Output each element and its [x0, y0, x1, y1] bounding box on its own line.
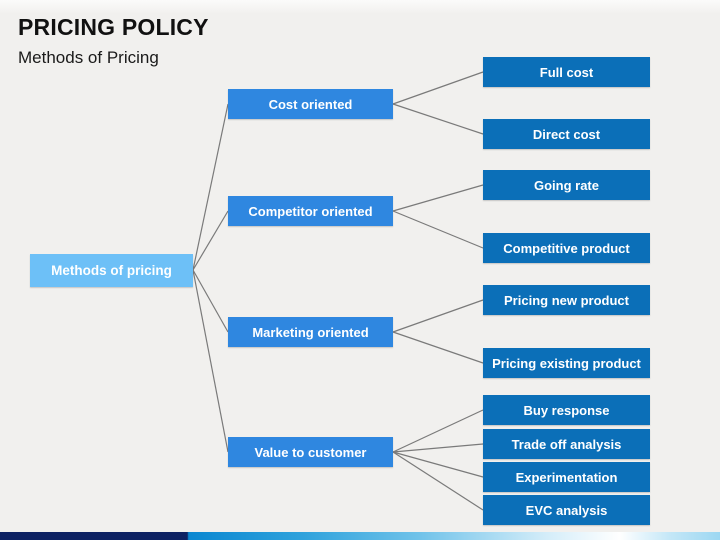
node-marketing-oriented: Marketing oriented — [228, 317, 393, 347]
node-value-to-customer: Value to customer — [228, 437, 393, 467]
connector-competitor-goingrate — [392, 184, 484, 212]
connector-competitor-competitiveproduct — [392, 210, 484, 249]
connector-value-tradeoff — [392, 443, 484, 453]
node-label: Competitor oriented — [248, 203, 373, 219]
connector-root-marketing — [192, 269, 229, 333]
node-label: Pricing existing product — [492, 355, 641, 371]
node-methods-of-pricing: Methods of pricing — [30, 254, 193, 287]
node-buy-response: Buy response — [483, 395, 650, 425]
node-label: Direct cost — [532, 126, 601, 142]
connector-root-competitor — [192, 210, 229, 271]
connector-marketing-existingproduct — [392, 331, 484, 364]
node-trade-off-analysis: Trade off analysis — [483, 429, 650, 459]
connector-cost-directcost — [392, 103, 484, 135]
node-direct-cost: Direct cost — [483, 119, 650, 149]
node-label: Experimentation — [515, 469, 618, 485]
connector-marketing-newproduct — [392, 299, 484, 333]
node-experimentation: Experimentation — [483, 462, 650, 492]
node-label: Marketing oriented — [252, 324, 369, 340]
node-evc-analysis: EVC analysis — [483, 495, 650, 525]
node-going-rate: Going rate — [483, 170, 650, 200]
node-label: Trade off analysis — [511, 436, 622, 452]
node-label: Full cost — [539, 64, 594, 80]
connector-cost-fullcost — [392, 71, 484, 105]
node-label: Competitive product — [503, 240, 630, 256]
node-pricing-existing-product: Pricing existing product — [483, 348, 650, 378]
node-full-cost: Full cost — [483, 57, 650, 87]
node-label: Methods of pricing — [51, 263, 172, 278]
connector-value-experimentation — [392, 451, 484, 478]
connector-root-value — [192, 269, 229, 453]
page-title: PRICING POLICY — [18, 14, 209, 40]
connector-root-cost — [192, 103, 229, 271]
page-subtitle: Methods of Pricing — [18, 48, 159, 67]
node-pricing-new-product: Pricing new product — [483, 285, 650, 315]
node-cost-oriented: Cost oriented — [228, 89, 393, 119]
footer-gradient-bar — [0, 532, 720, 540]
node-label: Buy response — [523, 402, 610, 418]
node-competitor-oriented: Competitor oriented — [228, 196, 393, 226]
node-label: Cost oriented — [268, 96, 353, 112]
node-label: Pricing new product — [504, 292, 629, 308]
connector-value-buyresponse — [392, 409, 484, 453]
node-label: Going rate — [533, 177, 599, 193]
connector-value-evc — [392, 451, 484, 511]
node-competitive-product: Competitive product — [483, 233, 650, 263]
node-label: Value to customer — [254, 444, 367, 460]
node-label: EVC analysis — [525, 502, 608, 518]
